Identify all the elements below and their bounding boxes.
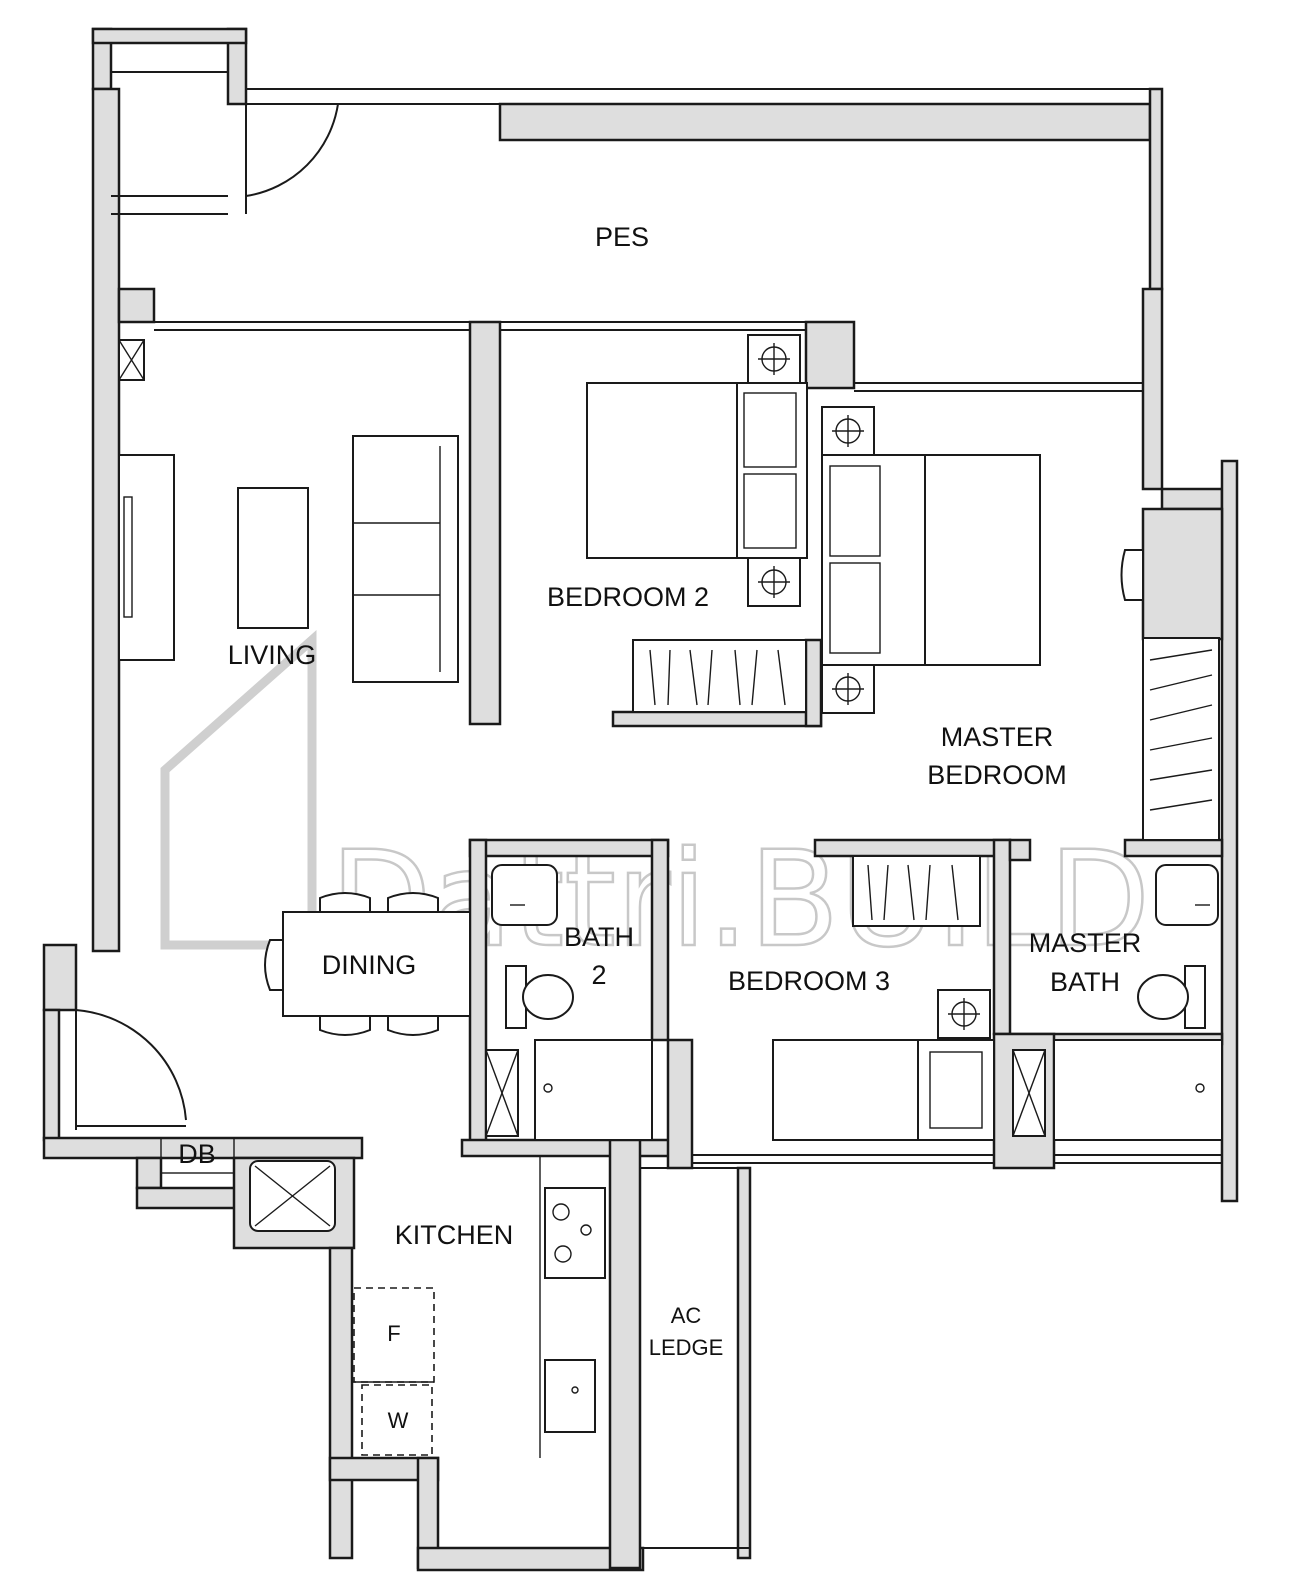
label-ac-ledge-1: AC	[671, 1303, 702, 1328]
bath2-sink	[491, 864, 558, 926]
label-master-bath-1: MASTER	[1029, 928, 1142, 958]
label-bedroom-2: BEDROOM 2	[547, 582, 709, 612]
label-living: LIVING	[228, 640, 317, 670]
master-bath-toilet	[1137, 974, 1189, 1020]
dining-table	[282, 911, 471, 1017]
master-bed	[924, 454, 1041, 666]
bedroom3-bed	[772, 1039, 919, 1141]
label-db: DB	[178, 1139, 216, 1169]
bath2-toilet	[522, 974, 574, 1020]
fridge-space	[353, 1287, 435, 1383]
doors	[75, 103, 340, 1130]
furniture	[118, 334, 1223, 1458]
kitchen-sink	[544, 1359, 596, 1433]
master-bath-sink	[1155, 864, 1219, 926]
walls	[42, 27, 1239, 1572]
master-bed-headboard	[821, 454, 926, 666]
washer-space	[361, 1384, 433, 1456]
label-bath2-2: 2	[591, 960, 606, 990]
bedroom2-bed	[586, 382, 738, 559]
label-bath2-1: BATH	[564, 922, 634, 952]
label-kitchen: KITCHEN	[395, 1220, 514, 1250]
label-master-bedroom-1: MASTER	[941, 722, 1054, 752]
sofa	[352, 435, 459, 683]
db-box	[160, 1137, 235, 1174]
label-master-bedroom-2: BEDROOM	[927, 760, 1067, 790]
label-master-bath-2: BATH	[1050, 967, 1120, 997]
kitchen-hob	[544, 1187, 606, 1279]
label-ac-ledge-2: LEDGE	[649, 1335, 724, 1360]
label-bedroom-3: BEDROOM 3	[728, 966, 890, 996]
tv-console	[118, 454, 175, 661]
label-pes: PES	[595, 222, 649, 252]
room-labels: PES LIVING BEDROOM 2 MASTER BEDROOM DINI…	[178, 222, 1141, 1433]
label-fridge: F	[387, 1321, 400, 1346]
coffee-table	[237, 487, 309, 629]
bedroom3-wardrobe	[852, 855, 981, 927]
desk-chair	[1120, 549, 1144, 601]
label-dining: DINING	[322, 950, 417, 980]
label-washer: W	[388, 1408, 409, 1433]
bedroom2-wardrobe	[632, 639, 807, 713]
